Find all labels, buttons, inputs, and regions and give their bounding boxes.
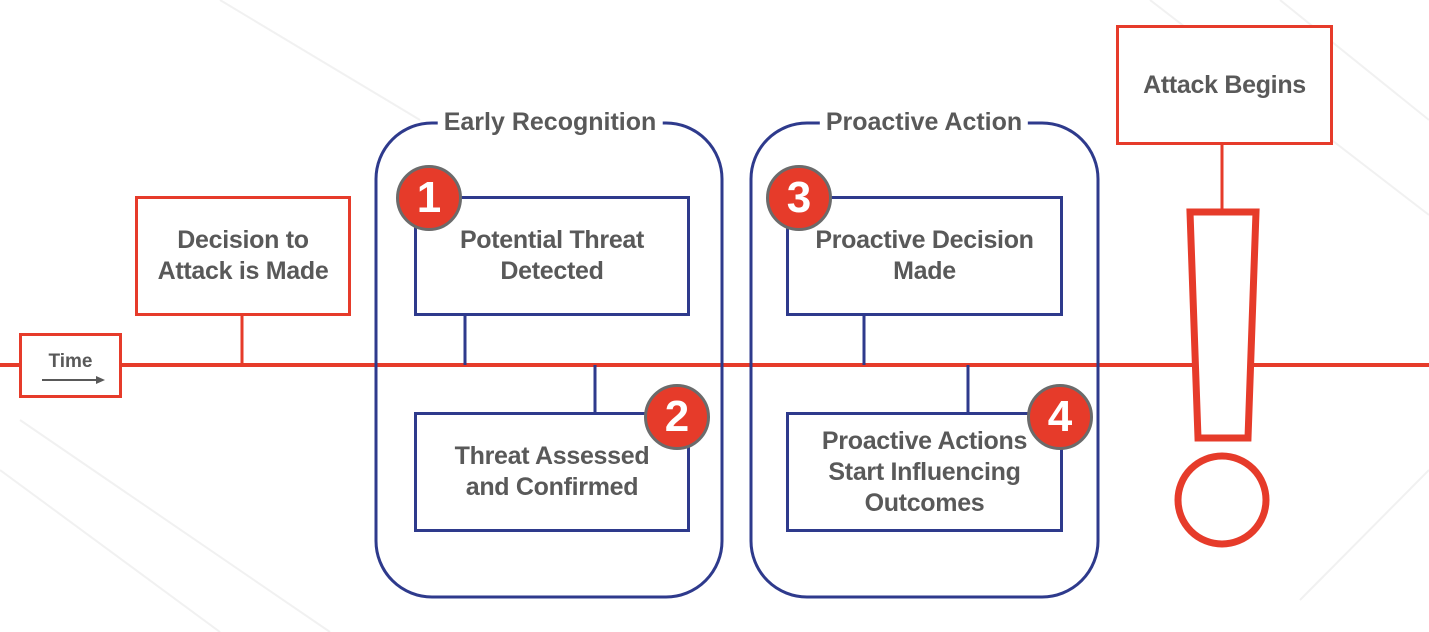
exclamation-icon [1174, 208, 1270, 548]
attack-begins-box: Attack Begins [1116, 25, 1333, 145]
step-badge-4: 4 [1027, 384, 1093, 450]
group-title-early: Early Recognition [437, 107, 663, 137]
decision-box: Decision to Attack is Made [135, 196, 351, 316]
step-box-3: Proactive Decision Made [786, 196, 1063, 316]
red-connectors [240, 143, 1224, 365]
navy-connectors [463, 314, 970, 413]
group-title-proactive: Proactive Action [819, 107, 1029, 137]
step-box-2: Threat Assessed and Confirmed [414, 412, 690, 532]
time-box: Time [19, 333, 122, 398]
step-badge-1: 1 [396, 165, 462, 231]
time-label: Time [48, 351, 93, 372]
step-badge-2: 2 [644, 384, 710, 450]
step-box-4: Proactive Actions Start Influencing Outc… [786, 412, 1063, 532]
arrow-right-icon [42, 376, 105, 384]
step-badge-3: 3 [766, 165, 832, 231]
step-box-1: Potential Threat Detected [414, 196, 690, 316]
